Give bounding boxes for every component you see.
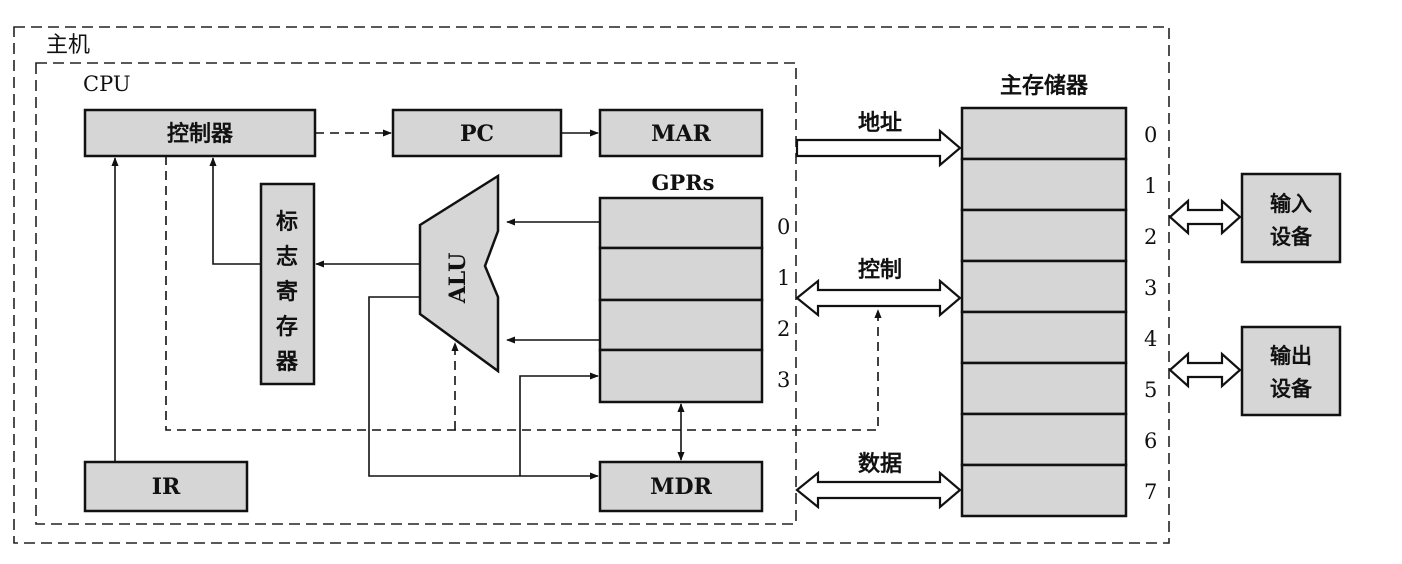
gprs-block xyxy=(598,196,764,404)
address-bus-label: 地址 xyxy=(858,110,902,136)
control-signal-line xyxy=(165,156,882,431)
alu-label: ALU xyxy=(445,253,471,305)
gpr-index: 2 xyxy=(777,317,790,341)
memory-index: 5 xyxy=(1144,378,1157,402)
host-frame xyxy=(13,26,1170,544)
memory-cell xyxy=(960,208,1128,263)
ir-label: IR xyxy=(152,474,181,500)
memory-cell xyxy=(960,157,1128,212)
data-bus-label: 数据 xyxy=(858,451,902,477)
input-device-arrow xyxy=(1168,198,1242,236)
output-device-box xyxy=(1240,325,1342,417)
address-bus-arrow xyxy=(795,128,962,168)
output-device-label-line1: 输出 xyxy=(1270,343,1312,368)
cpu-label: CPU xyxy=(83,72,131,96)
memory-cell xyxy=(960,310,1128,365)
memory-index: 4 xyxy=(1144,327,1157,351)
input-device-box xyxy=(1240,172,1342,264)
control-bus-label: 控制 xyxy=(858,257,902,283)
main-memory-label: 主存储器 xyxy=(1000,73,1089,99)
mar-label: MAR xyxy=(651,121,711,147)
memory-index: 0 xyxy=(1144,123,1157,147)
gpr-cell xyxy=(598,348,764,404)
flag-register-char: 器 xyxy=(275,349,299,375)
cpu-frame xyxy=(35,62,797,525)
input-device-label-line2: 设备 xyxy=(1270,224,1313,249)
gpr-index: 1 xyxy=(777,266,790,290)
controller-label: 控制器 xyxy=(167,121,234,147)
data-bus-arrow xyxy=(795,470,962,510)
host-label: 主机 xyxy=(46,33,90,58)
gprs-label: GPRs xyxy=(652,170,715,195)
memory-cell xyxy=(960,463,1128,518)
flag-register-char: 标 xyxy=(276,209,298,235)
main-memory-block xyxy=(960,106,1128,518)
gpr-cell xyxy=(598,246,764,302)
memory-index: 2 xyxy=(1144,225,1157,249)
memory-index: 7 xyxy=(1144,480,1157,504)
memory-cell xyxy=(960,412,1128,467)
memory-index: 3 xyxy=(1144,276,1157,300)
memory-cell xyxy=(960,361,1128,416)
gpr-index: 0 xyxy=(777,215,790,239)
flag-register-char: 寄 xyxy=(276,279,298,305)
memory-cell xyxy=(960,106,1128,161)
mdr-to-gpr3-arrow xyxy=(519,372,599,476)
memory-cell xyxy=(960,259,1128,314)
controller-box xyxy=(83,108,317,158)
alu-shape xyxy=(418,173,500,374)
flag-register-label: 标 志 寄 存 器 xyxy=(275,209,299,375)
gpr-index: 3 xyxy=(777,368,790,392)
mdr-label: MDR xyxy=(650,474,712,500)
flag-register-box xyxy=(259,182,316,386)
memory-index: 1 xyxy=(1144,174,1157,198)
flag-register-char: 存 xyxy=(276,314,298,340)
gpr-cell xyxy=(598,196,764,250)
pc-label: PC xyxy=(460,121,494,147)
flag-register-char: 志 xyxy=(276,244,298,270)
mdr-box xyxy=(598,460,764,513)
output-device-label-line2: 设备 xyxy=(1270,376,1313,401)
alu-to-mdr-arrow xyxy=(368,296,599,480)
control-bus-arrow xyxy=(795,278,962,318)
memory-index: 6 xyxy=(1144,429,1157,453)
flag-to-controller-arrow xyxy=(209,157,261,265)
gpr-cell xyxy=(598,298,764,352)
mar-box xyxy=(598,108,764,158)
ir-box xyxy=(83,460,249,513)
output-device-arrow xyxy=(1168,351,1242,389)
input-device-label-line1: 输入 xyxy=(1270,191,1312,216)
